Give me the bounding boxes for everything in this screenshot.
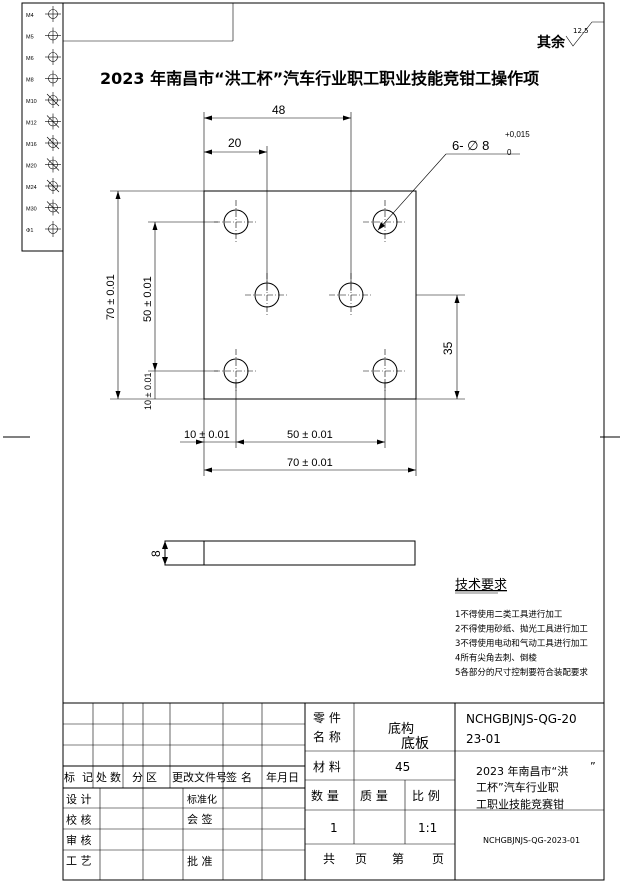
dim-v35: 35 <box>416 294 465 400</box>
tech-requirement-item: 3不得使用电动和气动工具进行加工 <box>455 638 588 649</box>
tech-heading: 技术要求 <box>455 578 507 593</box>
roughness-note: 其余 12.5 <box>537 21 604 51</box>
dim-48: 48 <box>203 103 352 291</box>
hole-note-text: 6- ∅ 8 <box>452 138 489 153</box>
thread-legend-label: M30 <box>26 207 37 213</box>
event-name: ” <box>590 760 596 773</box>
sheet-no-label: 第 <box>392 852 404 866</box>
thread-legend-label: M16 <box>26 142 37 148</box>
sheet-total-label: 页 <box>355 852 367 866</box>
tech-requirement-item: 2不得使用砂纸、抛光工具进行加工 <box>455 624 588 635</box>
part-name: 底构 <box>388 721 414 737</box>
hole-tol-upper: +0,015 <box>505 130 530 139</box>
revision-header: 区 <box>146 771 157 784</box>
thread-legend-label: M6 <box>26 56 34 62</box>
thread-legend-label: M12 <box>26 121 37 127</box>
event-name: 2023 年南昌市“洪 <box>476 764 568 778</box>
dim-v70: 70 ± 0.01 <box>105 190 204 400</box>
revision-header: 分 <box>132 771 143 784</box>
tech-requirement-item: 4所有尖角去刺、倒棱 <box>455 653 537 664</box>
sheet-no-label: 页 <box>432 852 444 866</box>
dim-h10-h50: 10 ± 0.01 50 ± 0.01 <box>180 380 386 476</box>
side-view: 8 <box>149 540 416 566</box>
event-name: 工职业技能竞赛钳 <box>476 797 564 811</box>
dim-20-text: 20 <box>228 136 242 150</box>
dim-20: 20 <box>204 136 268 291</box>
drawing-number: NCHGBJNJS-QG-20 <box>466 712 577 726</box>
countersign-label: 会 签 <box>187 812 213 826</box>
drawing-number: 23-01 <box>466 732 501 746</box>
roughness-label: 其余 <box>537 34 566 51</box>
event-name: 工杯”汽车行业职 <box>476 780 559 794</box>
drawing-number-small: NCHGBJNJS-QG-2023-01 <box>483 836 580 845</box>
revision-header: 签 <box>226 770 237 784</box>
role-label: 校 核 <box>66 813 92 827</box>
drawing-title: 2023 年南昌市“洪工杯”汽车行业职工职业技能竞钳工操作项 <box>100 69 539 88</box>
dim-v35-text: 35 <box>441 341 455 355</box>
material-value: 45 <box>395 760 410 774</box>
approve-label: 批 准 <box>187 854 213 868</box>
dim-48-text: 48 <box>272 103 286 117</box>
thread-legend-label: M5 <box>26 35 34 41</box>
revision-header: 处 <box>96 771 107 784</box>
thread-legend-label: Φ1 <box>26 228 33 234</box>
roughness-value: 12.5 <box>573 27 589 35</box>
hole-tol-lower: 0 <box>507 148 512 157</box>
revision-header: 数 <box>110 771 121 784</box>
scale-label: 比 例 <box>412 789 440 803</box>
scale-value: 1:1 <box>418 821 437 835</box>
dim-h10-text: 10 ± 0.01 <box>184 429 230 441</box>
holes <box>214 200 407 393</box>
dim-v50: 50 ± 0.01 <box>142 221 218 372</box>
hole-note: 6- ∅ 8 +0,015 0 <box>377 130 530 231</box>
title-block: 标记处数分区 更改文件号签名年月日设 计校 核审 核工 艺 标准化会 签批 准 零 件… <box>62 702 605 881</box>
revision-header: 年月日 <box>266 770 299 784</box>
material-label: 材 料 <box>313 760 341 774</box>
roughness-symbol <box>565 21 604 47</box>
dim-thickness-text: 8 <box>149 550 163 557</box>
thread-legend-label: M10 <box>26 99 37 105</box>
revision-header: 标 <box>64 770 75 784</box>
dim-v10: 10 ± 0.01 <box>143 371 156 410</box>
dim-v10-text: 10 ± 0.01 <box>143 373 153 410</box>
revision-header: 记 <box>82 771 93 784</box>
part-name-label: 名 称 <box>313 729 341 744</box>
qty-value: 1 <box>330 821 338 835</box>
role-label: 审 核 <box>66 833 92 847</box>
dim-h70: 70 ± 0.01 <box>204 399 417 476</box>
tech-requirement-item: 1不得使用二类工具进行加工 <box>455 609 563 620</box>
dim-h70-text: 70 ± 0.01 <box>287 457 333 469</box>
dim-v50-text: 50 ± 0.01 <box>142 276 154 322</box>
thread-legend-label: M20 <box>26 164 37 170</box>
sheet-total-label: 共 <box>323 852 335 866</box>
tech-requirements: 技术要求 1不得使用二类工具进行加工 2不得使用砂纸、抛光工具进行加工 3不得使用电… <box>455 578 588 678</box>
thread-legend-label: M8 <box>26 78 34 84</box>
qty-label: 数 量 <box>311 788 339 803</box>
tech-requirement-item: 5各部分的尺寸控制要符合装配要求 <box>455 667 588 678</box>
role-label: 设 计 <box>66 793 92 806</box>
thread-legend-label: M24 <box>26 185 37 191</box>
part-name-label: 零 件 <box>313 711 341 725</box>
standardization-label: 标准化 <box>187 793 217 806</box>
part-name: 底板 <box>401 736 429 752</box>
thread-legend-label: M4 <box>26 13 34 19</box>
mass-label: 质 量 <box>360 789 388 803</box>
revision-header: 更改文件号 <box>172 770 227 784</box>
role-label: 工 艺 <box>66 855 92 868</box>
dim-v70-text: 70 ± 0.01 <box>105 274 117 320</box>
dim-h50-text: 50 ± 0.01 <box>287 429 333 441</box>
revision-header: 名 <box>241 770 252 784</box>
